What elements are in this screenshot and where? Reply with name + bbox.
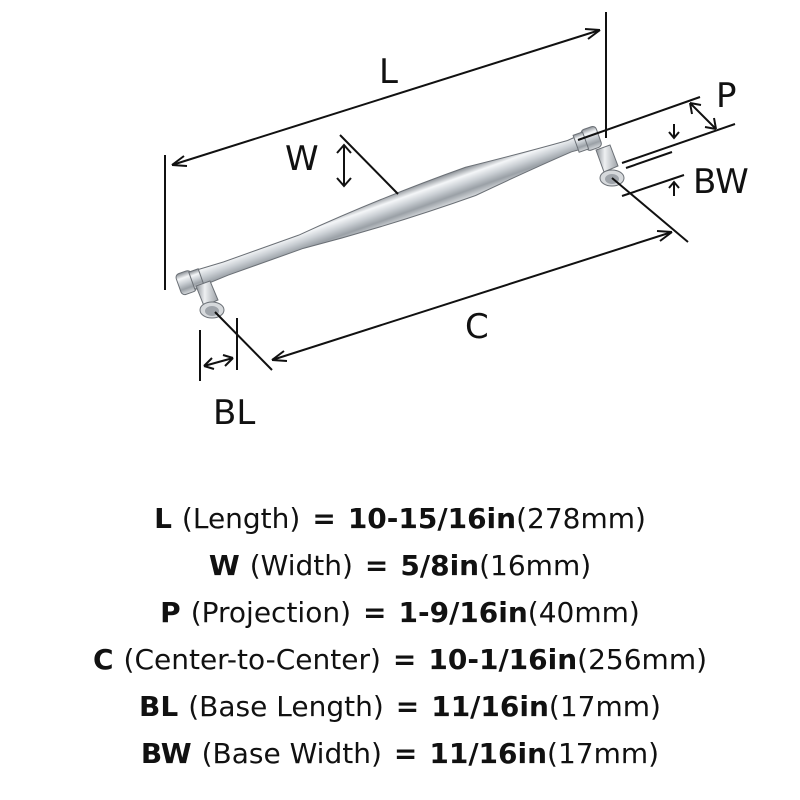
spec-equals: = [363, 596, 387, 629]
spec-name: (Length) [181, 502, 301, 535]
spec-name: (Width) [249, 549, 353, 582]
spec-equals: = [395, 690, 420, 723]
label-P: P [716, 76, 737, 116]
spec-code: W [208, 549, 240, 582]
label-L: L [379, 52, 398, 92]
spec-imperial: 10-15/16in [347, 502, 517, 535]
dimension-specs-list: L (Length) = 10-15/16in (278mm) W (Width… [0, 495, 800, 777]
spec-name: (Center-to-Center) [123, 643, 381, 676]
dimension-diagram: L W P BW C BL [164, 12, 749, 433]
dimension-lines [164, 12, 736, 381]
spec-name: (Base Length) [188, 690, 384, 723]
spec-imperial: 1-9/16in [398, 596, 528, 629]
spec-equals: = [392, 643, 417, 676]
spec-row-width: W (Width) = 5/8in (16mm) [0, 542, 800, 589]
spec-imperial: 10-1/16in [428, 643, 578, 676]
spec-code: BL [139, 690, 179, 723]
spec-metric: (17mm) [547, 737, 660, 770]
spec-name: (Base Width) [201, 737, 382, 770]
spec-imperial: 11/16in [431, 690, 549, 723]
spec-metric: (256mm) [577, 643, 708, 676]
spec-row-length: L (Length) = 10-15/16in (278mm) [0, 495, 800, 542]
spec-metric: (17mm) [548, 690, 661, 723]
spec-row-base-length: BL (Base Length) = 11/16in (17mm) [0, 683, 800, 730]
spec-equals: = [312, 502, 336, 535]
spec-code: L [154, 502, 172, 535]
spec-equals: = [393, 737, 418, 770]
spec-imperial: 5/8in [400, 549, 480, 582]
spec-row-center-to-center: C (Center-to-Center) = 10-1/16in (256mm) [0, 636, 800, 683]
spec-metric: (278mm) [516, 502, 646, 535]
spec-equals: = [364, 549, 389, 582]
label-BW: BW [693, 162, 749, 202]
spec-imperial: 11/16in [429, 737, 548, 770]
spec-row-projection: P (Projection) = 1-9/16in (40mm) [0, 589, 800, 636]
spec-code: P [160, 596, 181, 629]
spec-metric: (40mm) [527, 596, 640, 629]
spec-metric: (16mm) [479, 549, 592, 582]
spec-code: BW [140, 737, 192, 770]
spec-code: C [92, 643, 114, 676]
pull-handle-illustration [175, 125, 625, 319]
spec-name: (Projection) [190, 596, 352, 629]
label-C: C [465, 307, 489, 347]
label-BL: BL [213, 393, 255, 433]
spec-row-base-width: BW (Base Width) = 11/16in (17mm) [0, 730, 800, 777]
label-W: W [285, 139, 319, 179]
